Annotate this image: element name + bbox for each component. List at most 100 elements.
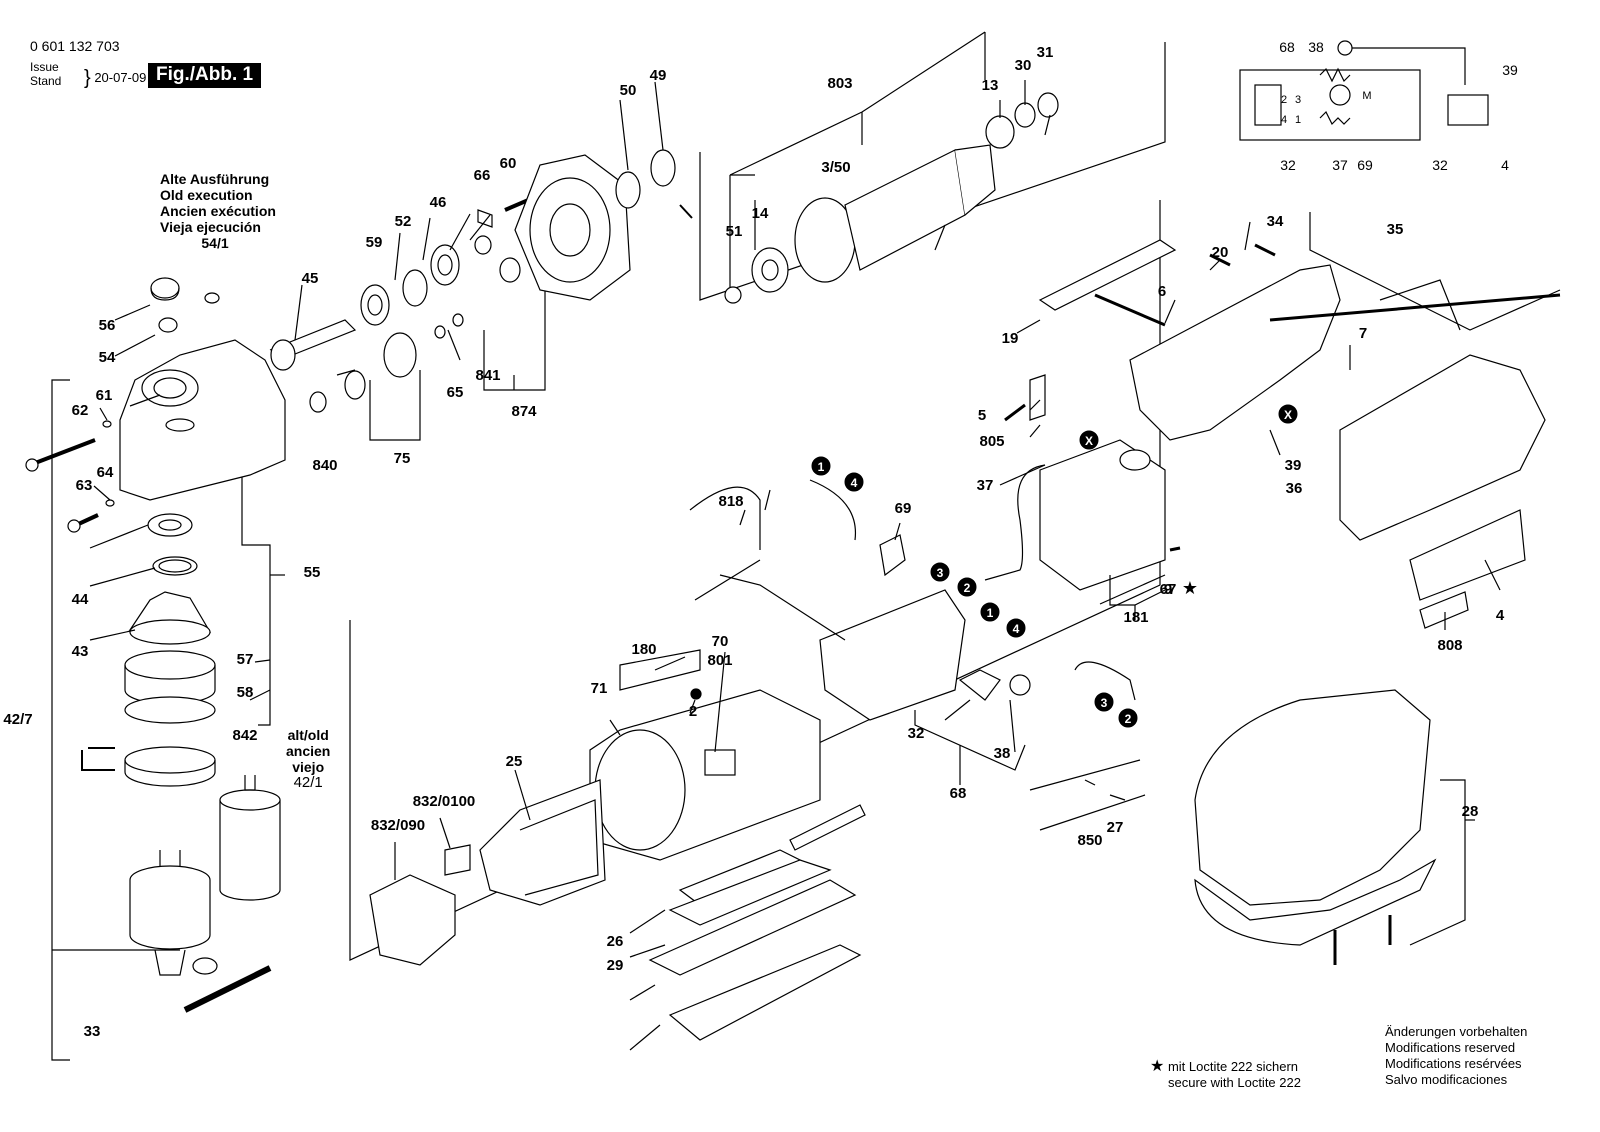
leader-line-12 — [336, 369, 356, 376]
part-label-75: 75 — [394, 450, 411, 467]
cable-6 — [1269, 293, 1561, 322]
part-label-801: 801 — [707, 652, 732, 669]
bush-66 — [477, 209, 493, 228]
cable-39 — [984, 464, 1046, 581]
screw-62 — [29, 438, 96, 467]
callout-x-switch-label: X — [1085, 434, 1093, 448]
part-label-19: 19 — [1002, 330, 1019, 347]
leader-line-19 — [1164, 299, 1176, 324]
issue-date-value: 20-07-09 — [94, 70, 147, 85]
screw-62-head — [25, 458, 39, 472]
switch-4 — [1039, 439, 1166, 591]
schematic-label-4: 3 — [1295, 94, 1301, 106]
bracket-803-top — [861, 31, 986, 113]
part-label-61: 61 — [96, 387, 113, 404]
callout-x-cover-label: X — [1284, 408, 1292, 422]
clip-71 — [444, 844, 471, 876]
foot-850 — [1194, 858, 1437, 946]
callout-4-mid-label: 4 — [1013, 622, 1020, 636]
chuck-42-1 — [219, 800, 281, 901]
leader-line-30 — [1099, 574, 1166, 605]
washer-64b — [452, 313, 464, 327]
callout-3-mid-label: 3 — [937, 566, 944, 580]
leader-line-20 — [1016, 319, 1041, 334]
callout-2-mid-label: 2 — [964, 581, 971, 595]
commutator — [954, 144, 996, 216]
schematic-label-7: M — [1362, 90, 1371, 102]
leader-line-49 — [944, 699, 971, 721]
screw-35b — [1254, 243, 1276, 257]
bracket-803-left — [729, 111, 863, 176]
part-label-33: 33 — [84, 1023, 101, 1040]
part-label-30: 30 — [1015, 57, 1032, 74]
bearing-13-inner — [158, 519, 182, 531]
needle-65a — [474, 235, 492, 255]
handle-housing-6 — [1339, 354, 1546, 541]
leader-line-42 — [629, 909, 666, 934]
screw-34 — [1094, 293, 1166, 327]
part-label-56: 56 — [99, 317, 116, 334]
leader-line-35 — [714, 651, 726, 753]
part-label-37: 37 — [977, 477, 994, 494]
alt-old-line-3: viejo — [292, 759, 325, 775]
part-label-69: 69 — [895, 500, 912, 517]
chuck-42-1-top — [219, 789, 281, 811]
cap-56-body — [150, 287, 180, 301]
star-icon: ★ — [1150, 1058, 1165, 1075]
alt-old-part: 42/1 — [293, 774, 323, 791]
issue-label-de: Stand — [30, 74, 62, 88]
schematic-label-9: 37 — [1332, 157, 1348, 173]
old-exec-fr: Ancien exécution — [160, 203, 276, 219]
leader-line-37 — [609, 719, 621, 736]
housing-slot — [165, 418, 195, 432]
leader-line-27 — [1269, 429, 1281, 456]
callout-1-top-label: 1 — [818, 460, 825, 474]
bracket-840 — [241, 475, 271, 726]
part-label-805: 805 — [979, 433, 1004, 450]
schematic-terminal — [1254, 84, 1282, 126]
washer-64a — [434, 325, 446, 339]
switch-knob — [1119, 449, 1151, 471]
switch-housing-frame — [1309, 212, 1561, 331]
leader-line-5 — [89, 524, 149, 549]
nut-54 — [158, 317, 178, 333]
callout-2-low-label: 2 — [1125, 712, 1132, 726]
part-label-26: 26 — [607, 933, 624, 950]
part-label-42-7: 42/7 — [3, 711, 32, 728]
part-label-25: 25 — [506, 753, 523, 770]
screw-63-head — [67, 519, 81, 533]
chuck-jaws — [154, 949, 186, 976]
part-label-67: 67 — [1160, 581, 1177, 598]
wire-37-69 — [689, 486, 761, 601]
issue-label-en: Issue — [30, 60, 59, 74]
part-label-43: 43 — [72, 643, 89, 660]
old-exec-en: Old execution — [160, 187, 253, 203]
leader-line-44 — [629, 984, 656, 1001]
chuck-42-1-shaft — [244, 775, 256, 791]
resistor-top — [1319, 67, 1351, 83]
leader-line-39 — [439, 817, 451, 849]
part-label-20: 20 — [1212, 244, 1229, 261]
part-label-2: 2 — [689, 703, 697, 720]
part-label-64: 64 — [97, 464, 114, 481]
leader-line-36 — [689, 699, 696, 714]
washer-61 — [102, 420, 112, 428]
baffle-25 — [369, 874, 456, 966]
schematic-label-8: 32 — [1280, 157, 1296, 173]
part-label-51: 51 — [726, 223, 743, 240]
needle-65b — [499, 257, 521, 283]
part-label-5: 5 — [978, 407, 986, 424]
spring-28 — [668, 859, 832, 926]
plate-67 — [1419, 591, 1469, 629]
loctite-star-icon: ★ — [1182, 578, 1198, 598]
leader-line-11 — [294, 284, 303, 341]
part-label-71: 71 — [591, 680, 608, 697]
part-label-832-0100: 832/0100 — [413, 793, 476, 810]
leader-line-0 — [114, 304, 151, 321]
leader-line-10 — [449, 213, 471, 251]
part-label-44: 44 — [72, 591, 89, 608]
part-label-3-50: 3/50 — [821, 159, 850, 176]
part-label-850: 850 — [1077, 832, 1102, 849]
part-label-45: 45 — [302, 270, 319, 287]
